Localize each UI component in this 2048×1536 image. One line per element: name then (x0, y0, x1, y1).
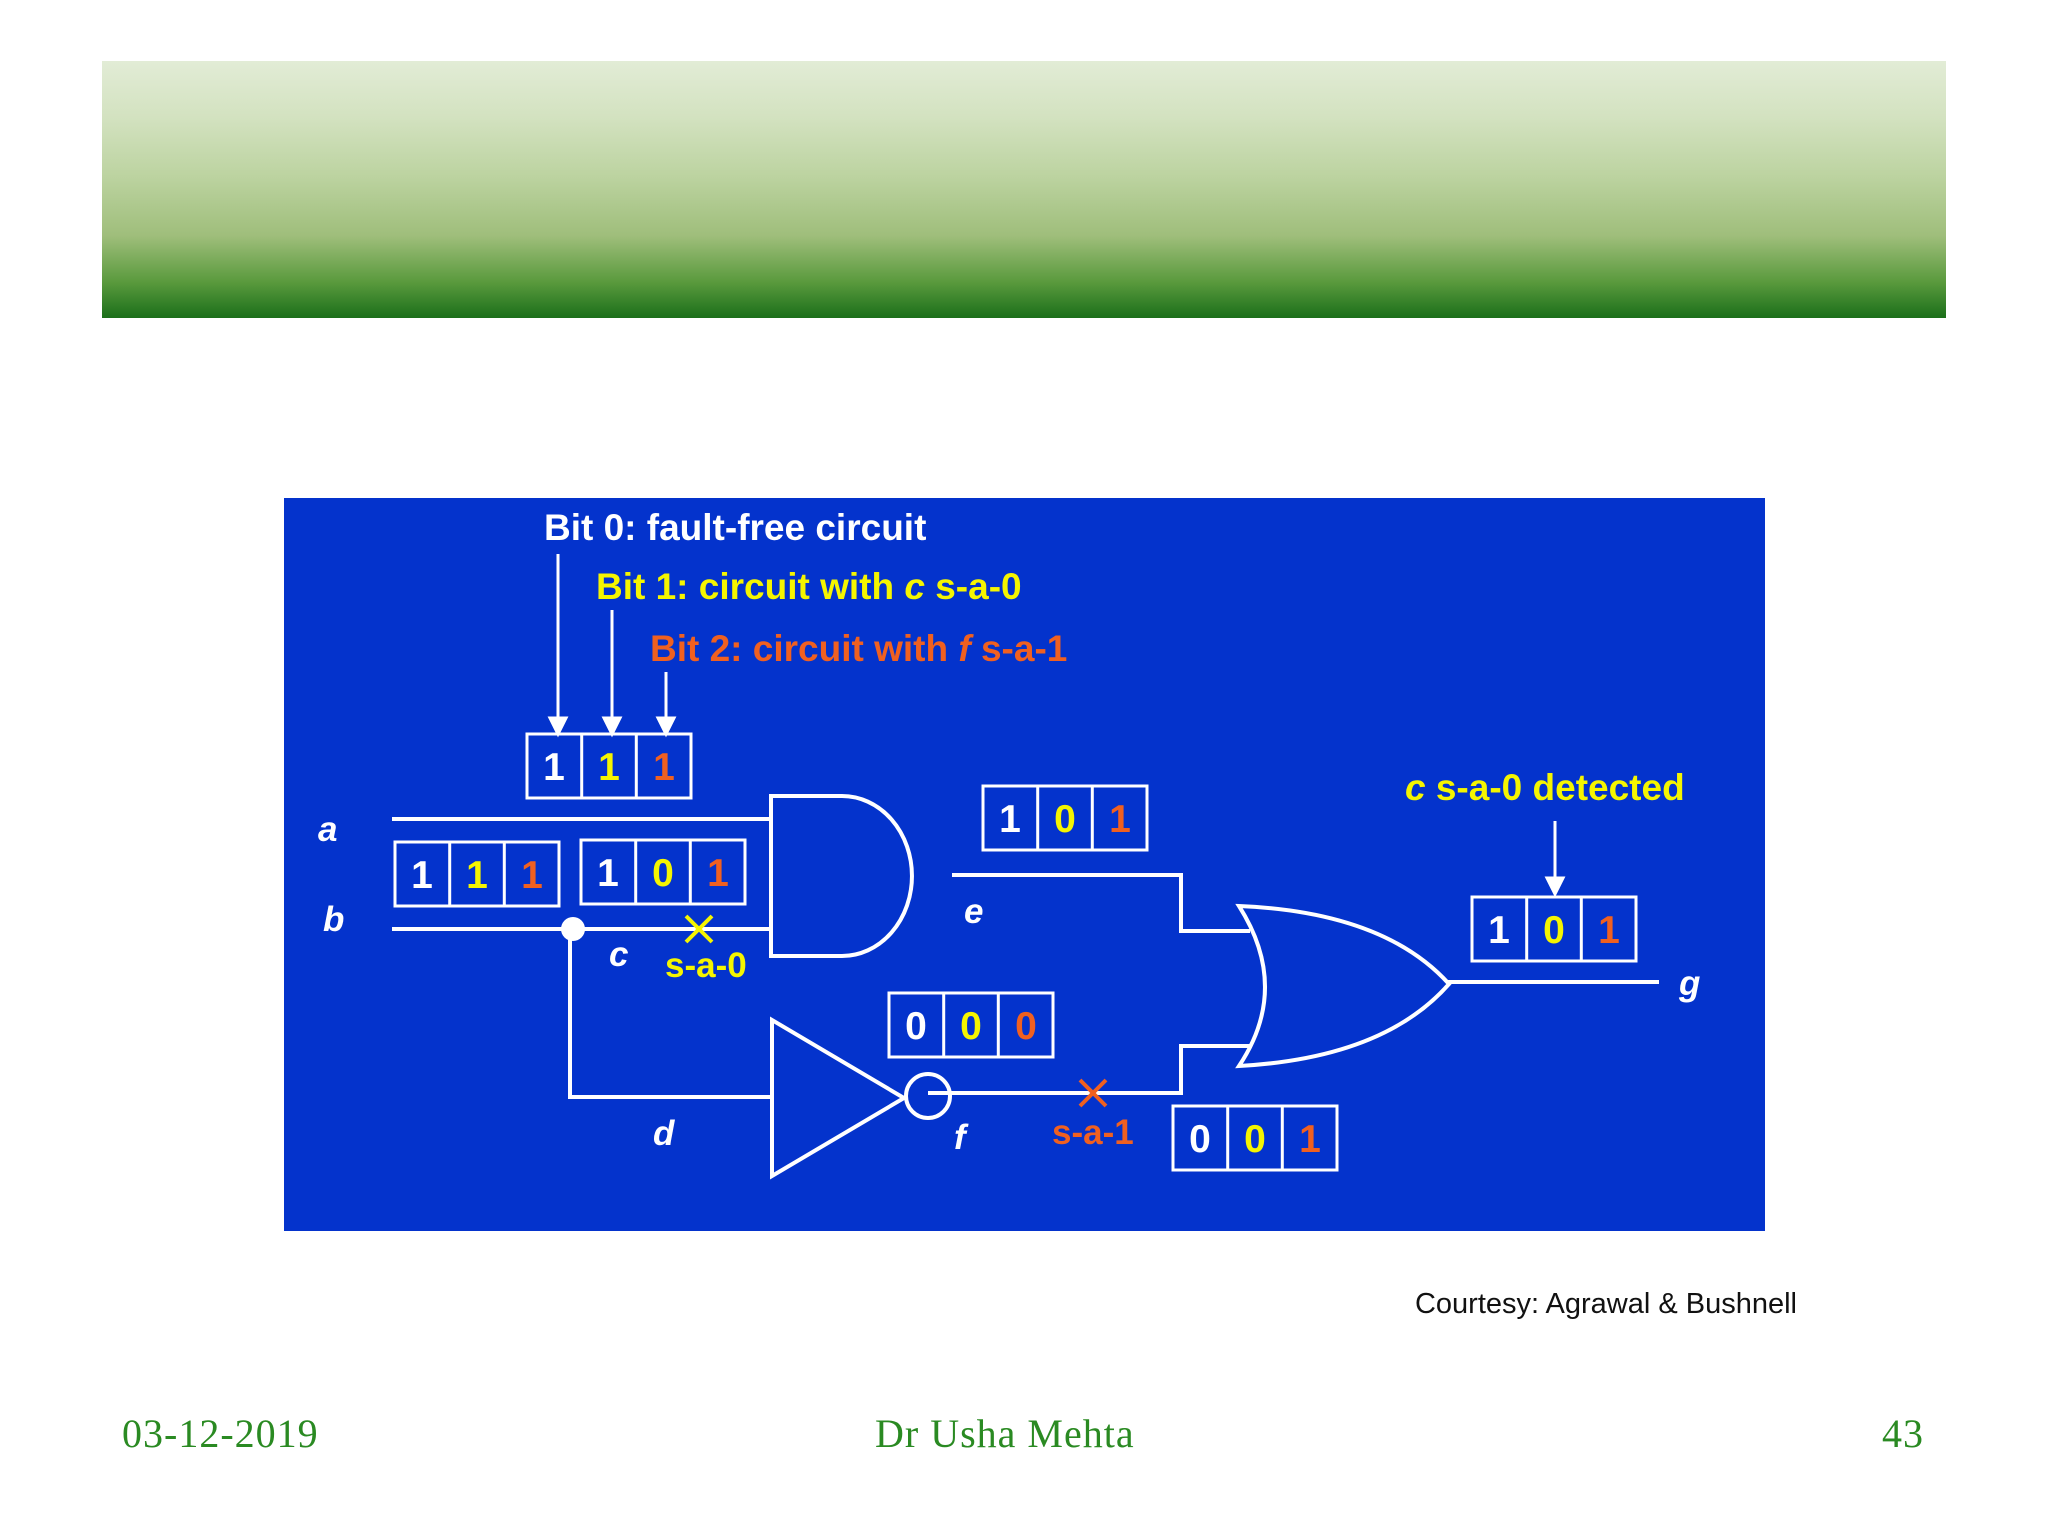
diagram-background (284, 498, 1765, 1231)
word-f-bit1: 0 (960, 1005, 982, 1048)
title-banner (102, 61, 1946, 318)
bit1-arrowhead (601, 716, 623, 738)
word-top: 1 1 1 (525, 732, 693, 800)
signal-label-b: b (323, 900, 344, 939)
not-bubble (904, 1072, 952, 1120)
word-e-bit2: 1 (1109, 798, 1131, 841)
and-gate (769, 794, 914, 958)
word-c-bit1: 0 (652, 852, 674, 895)
bit0-arrowhead (547, 716, 569, 738)
word-b-bit0: 1 (411, 854, 433, 897)
bit2-arrowhead (655, 716, 677, 738)
word-g-bit0: 1 (1488, 909, 1510, 952)
word-c: 1 0 1 (579, 838, 747, 906)
word-b-bit1: 1 (466, 854, 488, 897)
legend-bit2: Bit 2: circuit with f s-a-1 (650, 628, 1067, 669)
word-g-bit1: 0 (1543, 909, 1565, 952)
word-b: 1 1 1 (393, 840, 561, 908)
word-g-bit2: 1 (1598, 909, 1620, 952)
word-f-out-bit1: 0 (1244, 1118, 1266, 1161)
signal-label-e: e (964, 892, 983, 931)
signal-label-c: c (609, 935, 628, 974)
word-f-out-bit0: 0 (1189, 1118, 1211, 1161)
word-e-bit1: 0 (1054, 798, 1076, 841)
signal-label-g: g (1678, 964, 1700, 1003)
word-top-bit1: 1 (598, 746, 620, 789)
word-c-bit2: 1 (707, 852, 729, 895)
word-c-bit0: 1 (597, 852, 619, 895)
word-f-bit2: 0 (1015, 1005, 1037, 1048)
word-f-out: 0 0 1 (1171, 1104, 1339, 1172)
or-gate (1235, 903, 1452, 1069)
detected-label: c s-a-0 detected (1405, 767, 1685, 808)
word-e: 1 0 1 (981, 784, 1149, 852)
detected-arrowhead (1544, 876, 1566, 898)
word-e-bit0: 1 (999, 798, 1021, 841)
legend-bit1: Bit 1: circuit with c s-a-0 (596, 566, 1022, 607)
word-f: 0 0 0 (887, 991, 1055, 1059)
word-top-bit2: 1 (653, 746, 675, 789)
signal-label-f: f (954, 1118, 969, 1157)
word-b-bit2: 1 (521, 854, 543, 897)
word-top-bit0: 1 (543, 746, 565, 789)
legend-bit0: Bit 0: fault-free circuit (544, 507, 926, 548)
wire-f (928, 1044, 1250, 1095)
wire-d (568, 929, 771, 1099)
footer-date: 03-12-2019 (122, 1411, 319, 1456)
signal-label-a: a (318, 810, 337, 849)
footer-author: Dr Usha Mehta (875, 1411, 1135, 1456)
fault-label-c: s-a-0 (665, 946, 747, 985)
word-f-bit0: 0 (905, 1005, 927, 1048)
fanout-dot (561, 917, 585, 941)
courtesy-note: Courtesy: Agrawal & Bushnell (1414, 1288, 1797, 1320)
signal-label-d: d (653, 1114, 675, 1153)
footer-page-number: 43 (1882, 1411, 1924, 1456)
fault-label-f: s-a-1 (1052, 1113, 1134, 1152)
word-f-out-bit2: 1 (1299, 1118, 1321, 1161)
wire-e (952, 873, 1250, 933)
word-g: 1 0 1 (1470, 895, 1638, 963)
fault-simulation-diagram: Bit 0: fault-free circuit Bit 1: circuit… (284, 498, 1765, 1231)
fault-marker-f (1078, 1078, 1108, 1108)
not-gate (770, 1016, 908, 1180)
fault-marker-c (684, 914, 714, 944)
